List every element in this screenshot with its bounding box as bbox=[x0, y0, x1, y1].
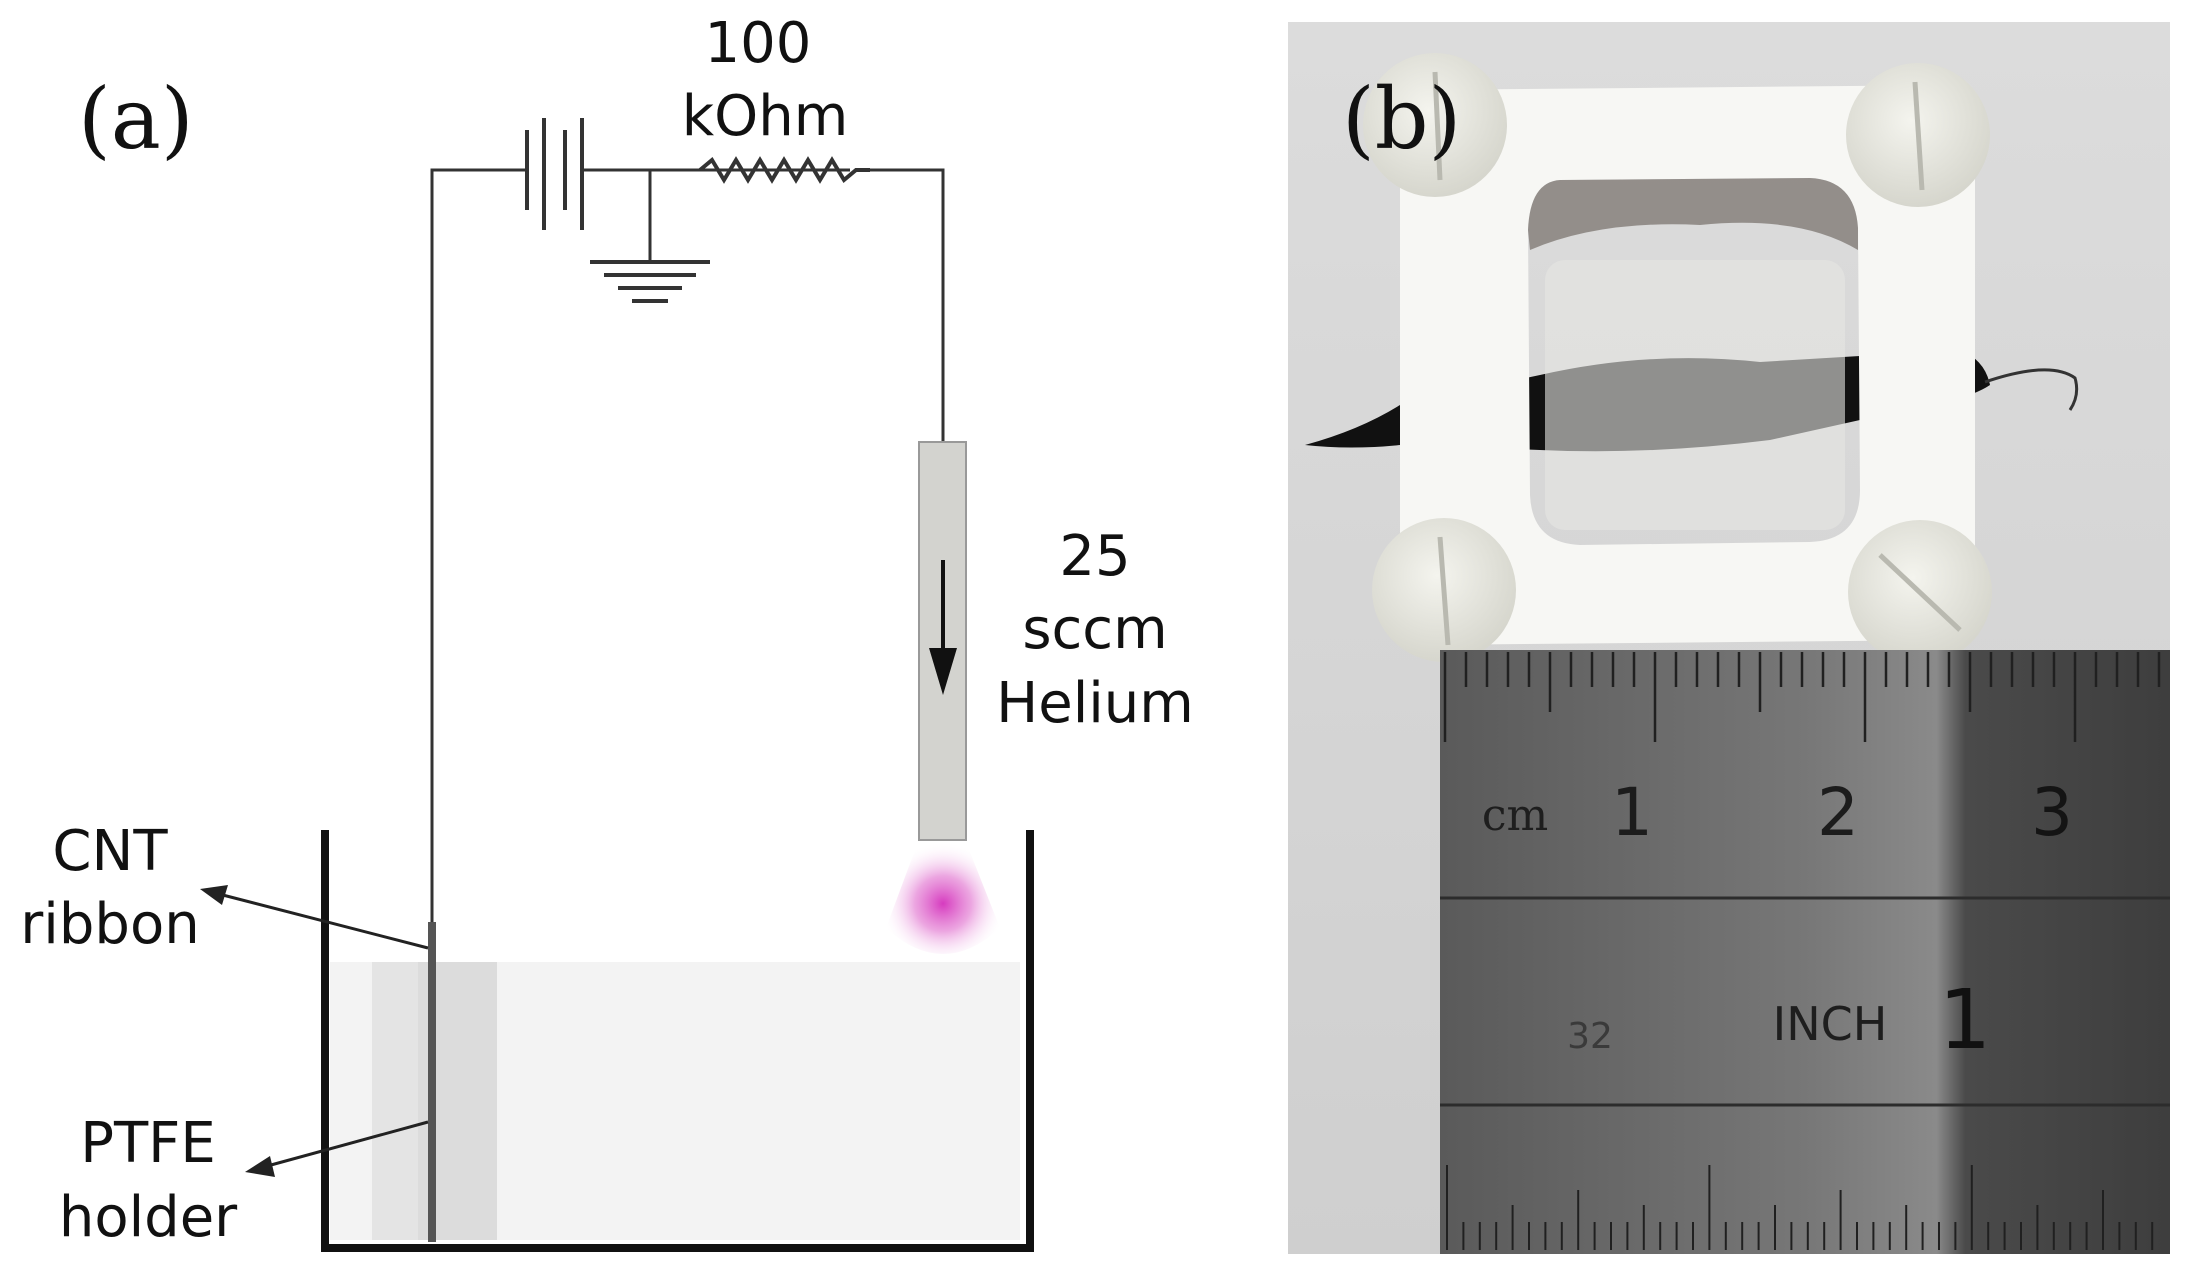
panel-b-photo: cm 1 2 3 32 INCH 1 (b) bbox=[1288, 22, 2170, 1254]
resistor-icon bbox=[698, 156, 870, 184]
plasma-plume bbox=[886, 842, 1000, 954]
ruler-small-mark: 32 bbox=[1567, 1016, 1613, 1057]
flow-rate-unit: sccm bbox=[1022, 597, 1167, 662]
resistor-value-label: 100 bbox=[705, 11, 812, 76]
helium-tube bbox=[918, 441, 967, 841]
container bbox=[321, 830, 1034, 1252]
ruler-cm-number-3: 3 bbox=[2031, 774, 2073, 851]
battery-icon bbox=[525, 118, 584, 230]
ruler-cm-number-1: 1 bbox=[1611, 774, 1653, 851]
ribbon-tail bbox=[1984, 368, 2079, 411]
cnt-pointer-arrow bbox=[200, 885, 429, 950]
ground-icon bbox=[590, 260, 710, 303]
ptfe-pointer-arrow bbox=[245, 1120, 429, 1177]
frame-inner-shadow bbox=[1528, 178, 1858, 250]
flow-arrow-icon bbox=[929, 560, 957, 695]
flow-rate-value: 25 bbox=[1059, 524, 1130, 589]
ruler-cm-label: cm bbox=[1482, 790, 1548, 841]
ptfe-label-line1: PTFE bbox=[80, 1111, 216, 1176]
panel-a-label: (a) bbox=[78, 70, 194, 168]
frame-window-interior bbox=[1545, 260, 1845, 530]
ruler-inch-label: INCH bbox=[1773, 997, 1888, 1051]
ptfe-label-line2: holder bbox=[59, 1185, 238, 1250]
steel-ruler: cm 1 2 3 32 INCH 1 bbox=[1440, 650, 2170, 1254]
ruler-cm-number-2: 2 bbox=[1817, 774, 1859, 851]
resistor-unit-label: kOhm bbox=[682, 84, 849, 149]
ruler-ticks bbox=[1443, 652, 2161, 1250]
cnt-label-line1: CNT bbox=[52, 819, 168, 884]
screw-bottom-right bbox=[1848, 520, 1992, 664]
screw-top-left bbox=[1363, 53, 1507, 197]
ptfe-holder-inner bbox=[372, 962, 418, 1240]
screw-bottom-left bbox=[1372, 518, 1516, 662]
screw-top-right bbox=[1846, 63, 1990, 207]
ruler-inch-number: 1 bbox=[1939, 973, 1991, 1068]
panel-b-label: (b) bbox=[1342, 70, 1461, 168]
flow-gas-label: Helium bbox=[996, 671, 1194, 736]
cnt-label-line2: ribbon bbox=[20, 892, 199, 957]
panel-a: (a) 100 kOhm bbox=[20, 11, 1194, 1252]
circuit-wires bbox=[430, 168, 945, 958]
